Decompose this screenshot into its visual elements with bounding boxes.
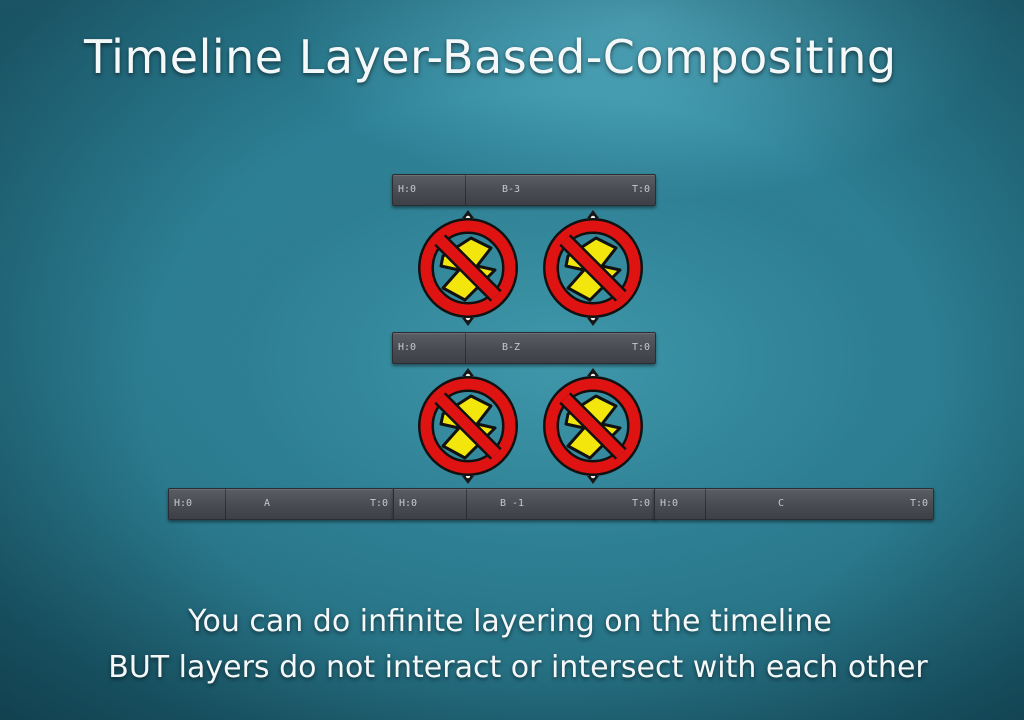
caption-line-2: BUT layers do not interact or intersect … [108,650,928,685]
caption-line-1: You can do infinite layering on the time… [188,604,832,639]
clip-b2-name: B-Z [501,342,521,353]
clip-b2[interactable]: H:0 B-Z T:0 [392,332,656,364]
no-lightning-icon [413,208,523,328]
no-lightning-icon [413,366,523,486]
clip-b3-tail: T:0 [631,184,650,195]
clip-b2-head: H:0 [398,342,417,353]
clip-b3-head: H:0 [398,184,417,195]
clip-b3-name: B-3 [501,184,521,195]
clip-a[interactable]: H:0 A T:0 [168,488,394,520]
clip-a-tail: T:0 [369,498,388,509]
clip-c-name: C [777,498,785,509]
clip-a-name: A [263,498,271,509]
no-lightning-icon [538,366,648,486]
clip-a-head: H:0 [174,498,193,509]
clip-c-tail: T:0 [909,498,928,509]
clip-c[interactable]: H:0 C T:0 [654,488,934,520]
clip-b3[interactable]: H:0 B-3 T:0 [392,174,656,206]
slide-title: Timeline Layer-Based-Compositing [84,30,897,84]
clip-b1-name: B -1 [499,498,525,509]
clip-b1-tail: T:0 [631,498,650,509]
clip-b1[interactable]: H:0 B -1 T:0 [393,488,656,520]
no-lightning-icon [538,208,648,328]
clip-b1-head: H:0 [399,498,418,509]
clip-c-head: H:0 [660,498,679,509]
clip-b2-tail: T:0 [631,342,650,353]
